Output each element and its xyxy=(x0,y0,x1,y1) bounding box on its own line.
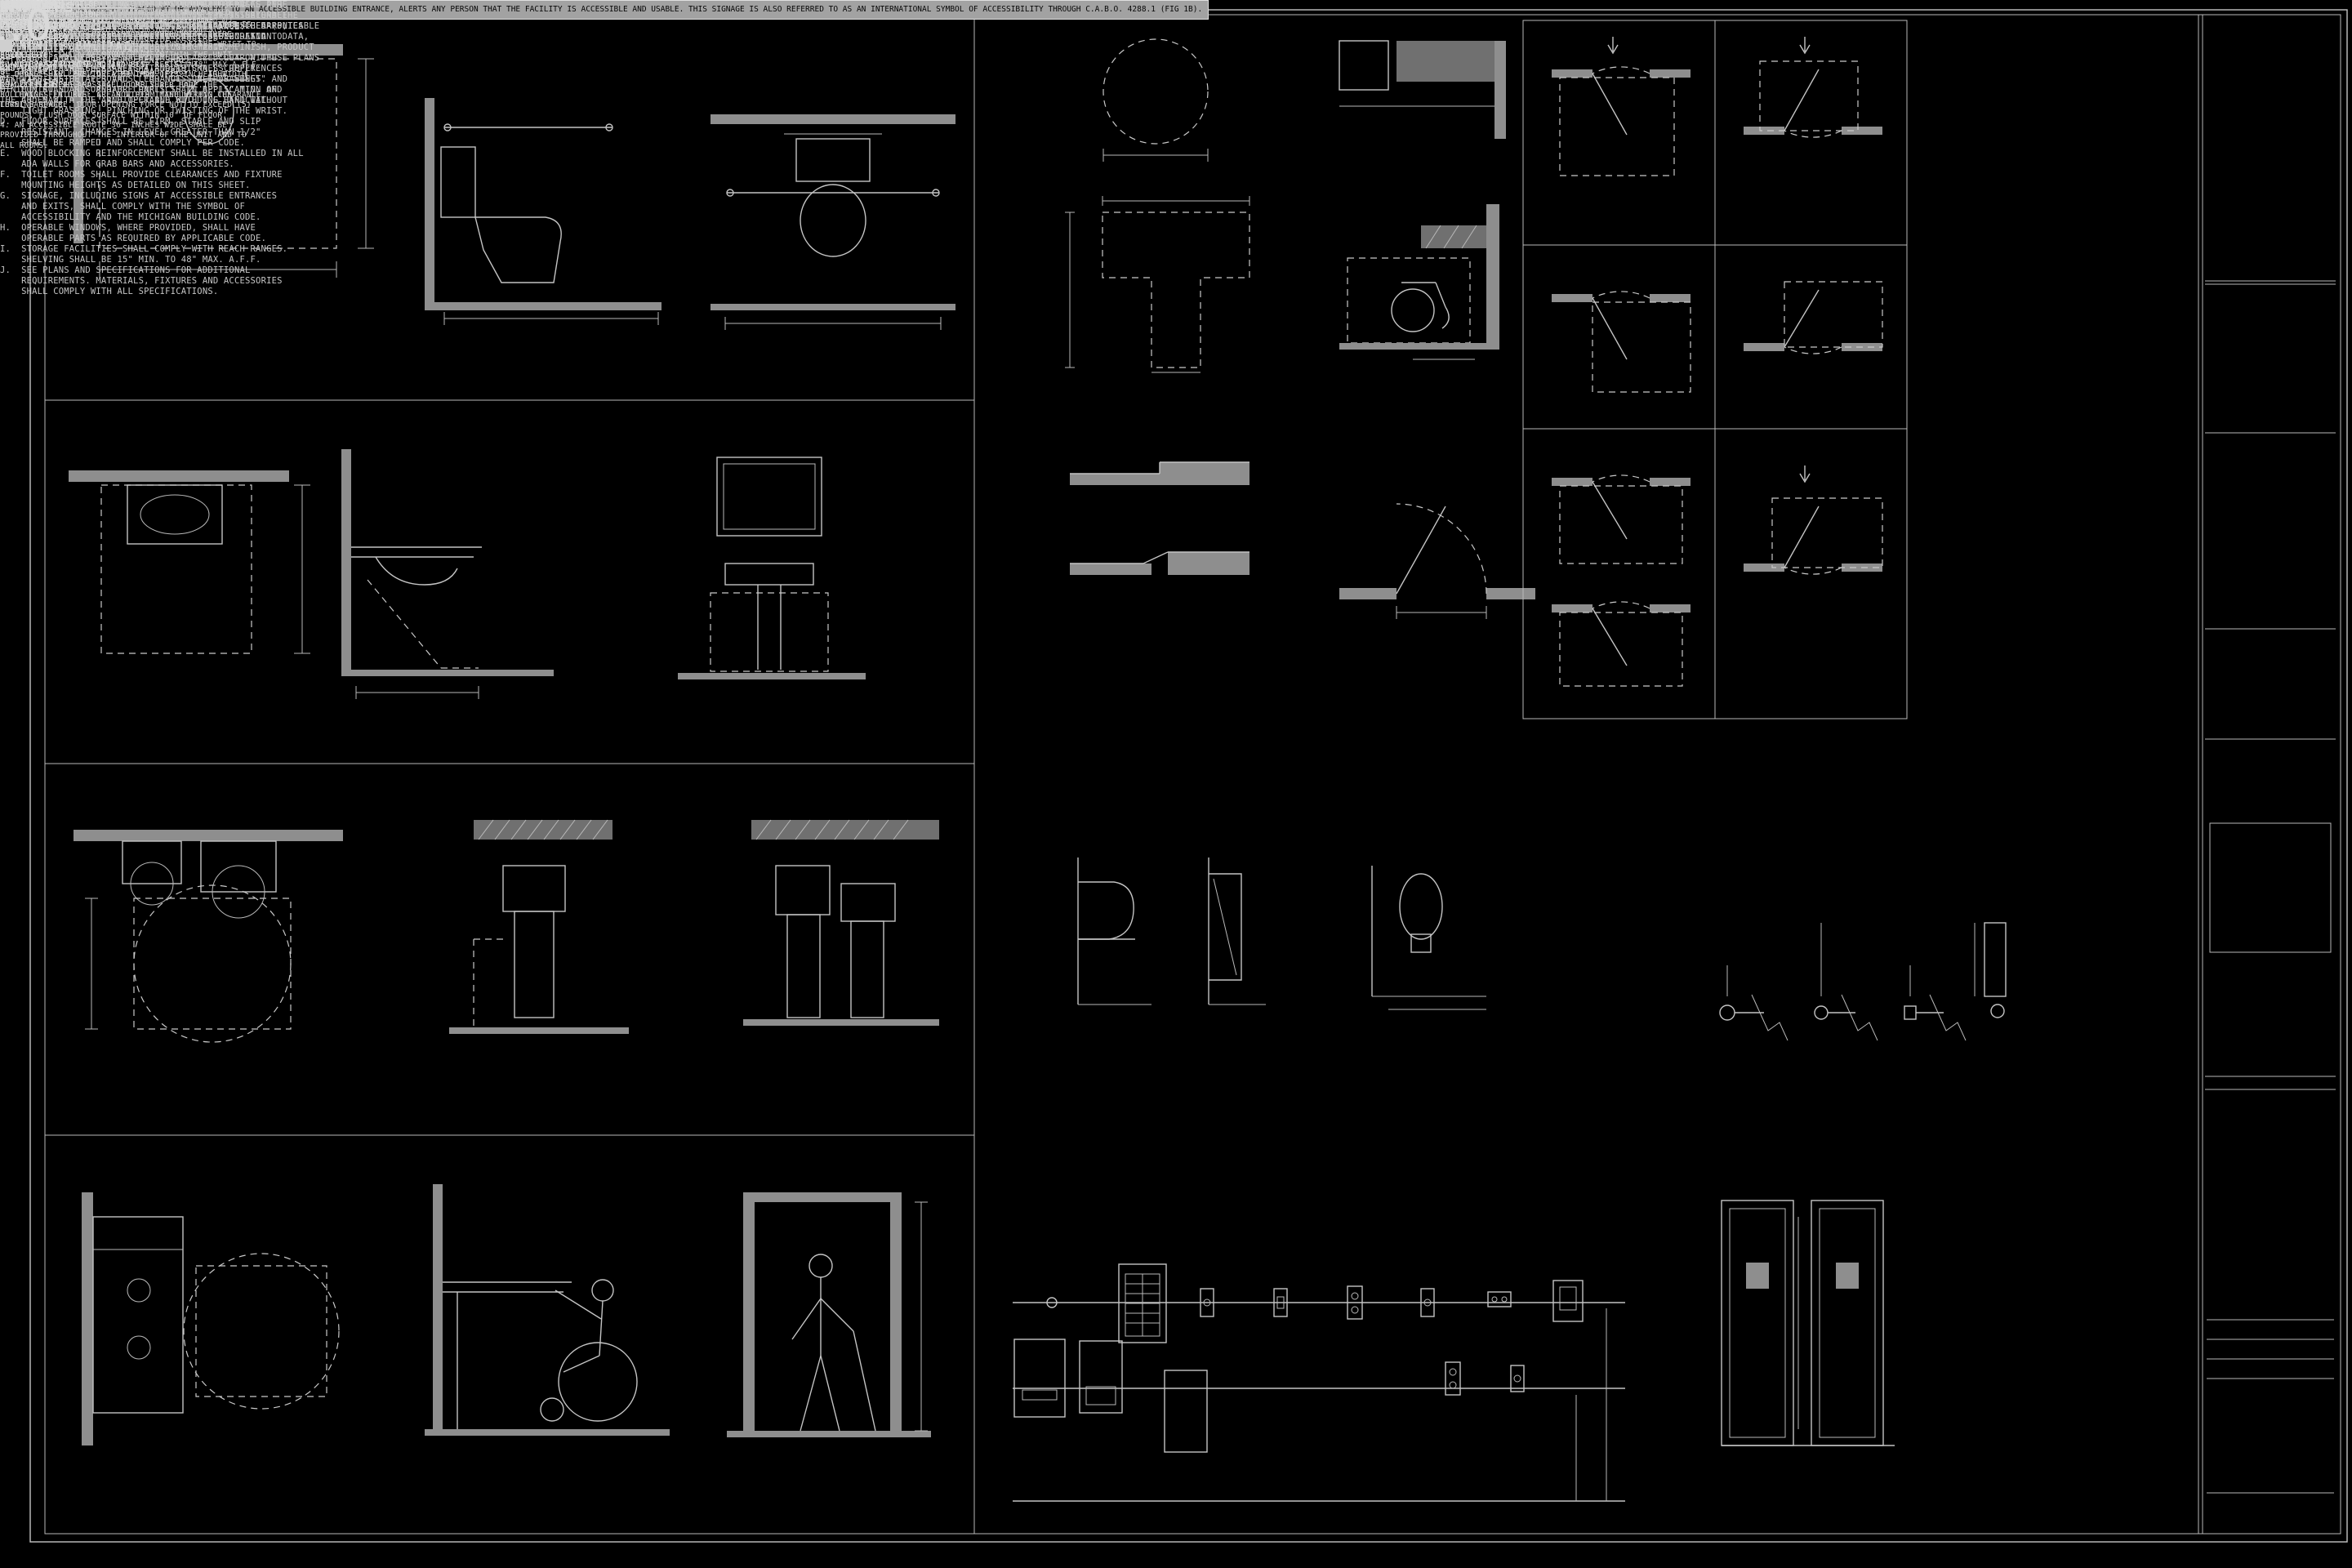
keyed-notes-p3: A. AN ACCESSIBLE ROUTE OF 36" INCHES WID… xyxy=(0,0,304,297)
seal-text-3: PROFESSIONAL xyxy=(0,0,25,8)
wc-top-notes: NOTES: 1. ADA ROUGH FRAMED TOILET COMPAR… xyxy=(0,0,192,88)
designed-by-value: A.N. xyxy=(0,0,30,15)
keyed-notes-head2: ACCESSIBILITY STANDARDS xyxy=(0,0,122,10)
rev-row-date: MM/DD/YYYY xyxy=(0,0,47,9)
lavatory-plan-drawing xyxy=(69,470,310,654)
issuance-option-label: OTHER xyxy=(20,78,60,91)
signage-highlight-note: THIS SIGNAGE REQUIREMENT, PLACED AT OR A… xyxy=(0,0,1209,20)
project-no-label: PROJECT NO. xyxy=(0,0,57,10)
client-info-label: CLIENT INFORMATION: xyxy=(0,0,69,12)
front-pull-diagram xyxy=(1552,37,1690,176)
signage-s2-body: ALL MEANS OF EGRESS, OTHER THAN THOSE IN… xyxy=(0,0,226,26)
issuance-list: SCHEMATIC BIDDING MUNI SUBMITTAL CONSTRU… xyxy=(0,0,132,91)
drawn-by-value: A.N. xyxy=(0,0,30,15)
fountain-plan-drawing xyxy=(74,830,343,1043)
checkbox-bidding[interactable] xyxy=(0,20,12,33)
rev-col-date: DATE xyxy=(0,0,20,9)
keyed-notes-head1: SHEET KEYED NOTES xyxy=(0,0,91,10)
lavatory-front-elevation-drawing xyxy=(678,457,866,679)
drawn-by-label: DRAWN BY: xyxy=(0,0,47,10)
water-closet-front-elevation-drawing xyxy=(710,114,956,330)
checkbox-muni-submittal[interactable] xyxy=(0,39,12,51)
hinge-pull-diagram xyxy=(1552,474,1690,687)
issuance-option-label: CONSTRUCTION xyxy=(20,60,116,72)
urinal-drawings xyxy=(1077,858,1486,1010)
reviewed-by-value: J.V. xyxy=(0,0,30,15)
signage-s3-head: MOUNTING NOTE: xyxy=(0,0,66,9)
rev-col-no: NO. xyxy=(0,0,16,9)
checkbox-construction[interactable] xyxy=(0,58,12,70)
water-closet-side-elevation-drawing xyxy=(425,98,662,325)
fountain-front-elevation-drawing xyxy=(743,819,939,1026)
toeknee-drawing xyxy=(1339,204,1499,360)
fountain-side-elevation-drawing xyxy=(449,819,629,1034)
level-changes-drawing xyxy=(1070,461,1250,575)
rev-col-desc: DESC. xyxy=(0,0,25,9)
latch-pull-diagram xyxy=(1552,291,1691,393)
project-no-value: 24-0105 xyxy=(0,0,52,15)
signage-s1-body: BUILDINGS, STRUCTURES AND FACILITIES SHA… xyxy=(0,0,247,26)
lavatory-side-elevation-drawing xyxy=(341,449,554,699)
reviewed-by-label: REVIEWED BY: xyxy=(0,0,62,10)
rev-row-no: 1. xyxy=(0,0,10,9)
toeknee-plan-drawing xyxy=(1339,40,1506,139)
seal-text-4: ENGINEER xyxy=(0,0,17,8)
grab-bars-drawing xyxy=(1719,922,2007,1041)
sheet-number: G1.0 xyxy=(0,2,54,51)
seal-text-1: STATE OF xyxy=(0,0,17,8)
project-info-label: PROJECT INFORMATION: xyxy=(0,0,73,12)
signage-s4-body: A BARRIER FREE DESIGN SIGN SHALL IDENTIF… xyxy=(0,0,238,34)
issuance-label: ISSUANCE: xyxy=(0,0,56,11)
hinge-push-diagram xyxy=(1744,466,1883,575)
keyed-notes-p4: STORAGE FACILITIES SHALL COMPLY WITH REA… xyxy=(0,0,288,53)
drawing-title-line2: DESIGN DETAILS xyxy=(0,0,76,16)
issuance-option-label: SCHEMATIC xyxy=(20,3,92,16)
counter-plan-drawing xyxy=(82,1192,340,1446)
project-info: HOLLY WOODS STORAGE 10930 N. HOLLY RD. G… xyxy=(0,2,69,43)
accessories-drawing xyxy=(1013,1263,1625,1502)
seal-text-2: MICHIGAN xyxy=(0,0,17,8)
signage-s3-body: ALL SIGNAGE SHALL BE MOUNTED AT 60" A.F.… xyxy=(0,0,222,34)
drawing-label: DRAWING: xyxy=(0,0,48,10)
issuance-option-label: MUNI SUBMITTAL xyxy=(20,41,132,53)
signage-s1-head: 1103.2 - SYMBOL OF COMPLIANCE xyxy=(0,0,136,9)
designed-by-label: DESIGNED BY: xyxy=(0,0,62,10)
water-closet-plan-drawing xyxy=(74,44,374,278)
engineer-seal-inner xyxy=(0,0,2,2)
counter-side-elevation-drawing xyxy=(425,1184,670,1436)
keyed-notes-p2: THIS PROJECT IS PROPOSED WITHOUT ELEVATO… xyxy=(0,0,304,53)
latch-push-diagram xyxy=(1744,281,1883,354)
signage-doors-drawing xyxy=(1721,1200,1895,1446)
front-push-diagram xyxy=(1744,37,1882,138)
t-shaped-turning-drawing xyxy=(1065,196,1250,373)
keyed-notes-p1: ALL WORK OF REFERENCE PER PLAN TO COMPLY… xyxy=(0,0,320,106)
issuance-option-label: BIDDING xyxy=(20,22,76,34)
drawing-title-line1: BARRIER FREE xyxy=(0,0,65,16)
signage-s2-head: 1103.1 SYMBOL USAGE xyxy=(0,0,89,9)
checkbox-other[interactable] xyxy=(0,77,12,89)
checkbox-schematic[interactable] xyxy=(0,2,12,14)
circular-turning-drawing xyxy=(1102,38,1209,162)
protrusion-limits-drawing xyxy=(727,1192,931,1437)
rev-row-desc: XXX xyxy=(0,0,15,9)
signage-s4-head: GENERAL NOTE: xyxy=(0,0,61,9)
construction-disclaimer: DRAWINGS SHALL NOT BE USED FOR CONSTRUCT… xyxy=(0,0,99,30)
